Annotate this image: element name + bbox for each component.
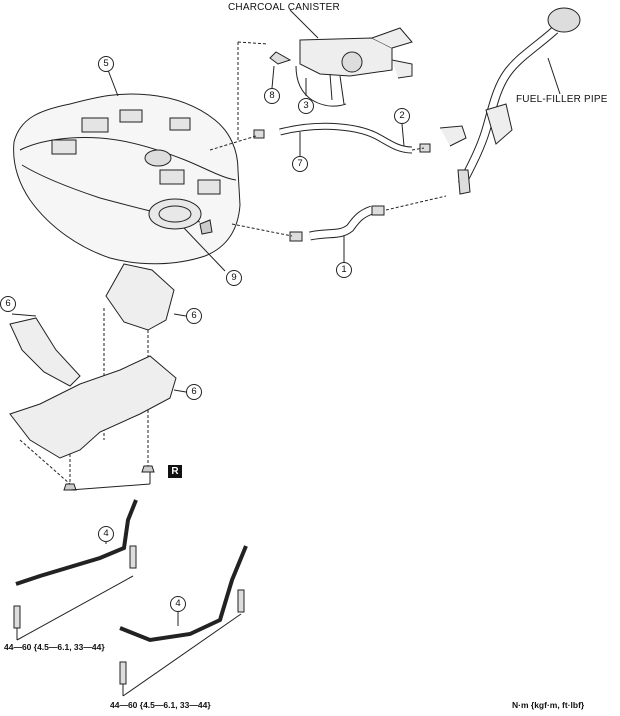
fuel-tank <box>13 93 241 265</box>
callout-8: 8 <box>264 88 280 104</box>
units-note: N·m {kgf·m, ft·lbf} <box>512 700 585 710</box>
callout-6-top: 6 <box>186 308 202 324</box>
charcoal-canister <box>299 27 413 105</box>
charcoal-canister-label: CHARCOAL CANISTER <box>228 2 340 13</box>
callout-4-lower: 4 <box>170 596 186 612</box>
callout-6-bottom: 6 <box>186 384 202 400</box>
strap-4-lower <box>119 545 248 643</box>
strap-4-upper <box>15 499 138 586</box>
callout-5: 5 <box>98 56 114 72</box>
insulator-6-top <box>105 263 175 331</box>
insulator-6-bottom <box>9 355 177 459</box>
callout-9: 9 <box>226 270 242 286</box>
callout-1: 1 <box>336 262 352 278</box>
insulator-6-left <box>9 317 81 387</box>
r-marker: R <box>168 465 182 478</box>
callout-4-upper: 4 <box>98 526 114 542</box>
torque-spec-upper: 44—60 {4.5—6.1, 33—44} <box>4 642 105 652</box>
fuel-filler-pipe-label: FUEL-FILLER PIPE <box>516 94 608 105</box>
callout-2: 2 <box>394 108 410 124</box>
fuel-filler-pipe <box>439 7 581 195</box>
callout-3: 3 <box>298 98 314 114</box>
callout-7: 7 <box>292 156 308 172</box>
callout-6-left: 6 <box>0 296 16 312</box>
torque-spec-lower: 44—60 {4.5—6.1, 33—44} <box>110 700 211 710</box>
